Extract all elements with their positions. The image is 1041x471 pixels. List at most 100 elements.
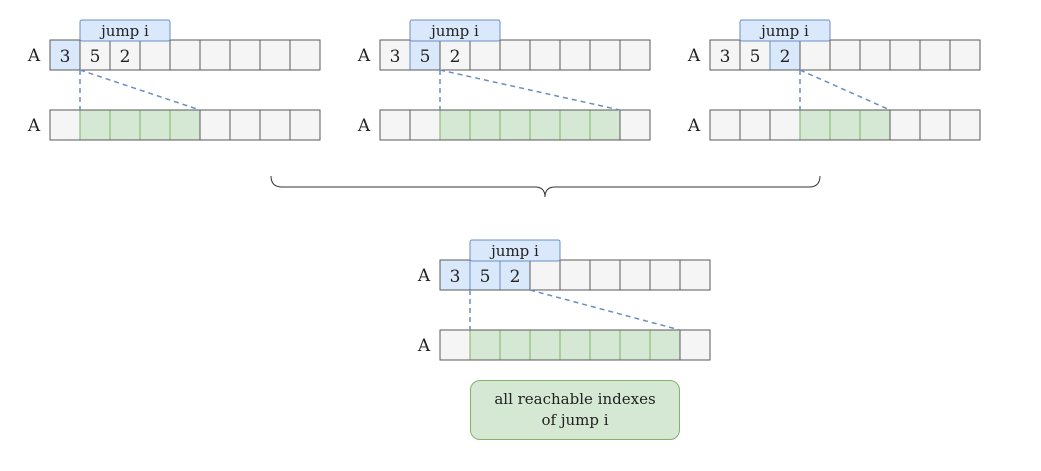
array-cell-reachable [469,329,501,361]
reach-connector [799,69,891,111]
array-cell [739,39,771,71]
array-cell [139,39,171,71]
array-cell [859,39,891,71]
array-cell-reachable [79,109,111,141]
array-cell [199,109,231,141]
array-cell [739,109,771,141]
array-cell [379,109,411,141]
jump-tag [79,19,171,42]
array-cell [259,39,291,71]
jump-tag-label: jump i [759,22,809,40]
array-cell [589,39,621,71]
array-cell [229,39,261,71]
array-outline [439,259,711,291]
array-cell [799,39,831,71]
array-label: A [687,116,701,136]
array-cell [589,259,621,291]
array-label: A [687,46,701,66]
array-outline [709,39,981,71]
array-cell [439,329,471,361]
array-cell-reachable [559,329,591,361]
array-cell-reachable [589,329,621,361]
array-cell [679,259,711,291]
array-cell [559,39,591,71]
reach-connector [79,69,201,111]
array-cell [709,109,741,141]
array-label: A [417,336,431,356]
array-outline [439,329,711,361]
array-cell [529,39,561,71]
union-brace [270,175,821,198]
array-cell-reachable [439,109,471,141]
array-cell [259,109,291,141]
array-cell-reachable [649,329,681,361]
array-cell [919,39,951,71]
array-value: 5 [750,47,761,67]
array-value: 5 [90,47,101,67]
array-cell [889,39,921,71]
array-cell-highlighted [439,259,471,291]
array-cell [49,109,81,141]
array-cell [199,39,231,71]
array-value: 3 [720,47,731,67]
note-line-2: of jump i [541,411,609,429]
reachable-note: all reachable indexes of jump i [470,380,680,440]
array-outline [49,39,321,71]
array-cell [679,329,711,361]
array-cell [559,259,591,291]
array-cell-reachable [589,109,621,141]
jump-tag [409,19,501,42]
array-outline [709,109,981,141]
array-cell [649,259,681,291]
array-cell [229,109,261,141]
array-cell-reachable [559,109,591,141]
array-cell-reachable [859,109,891,141]
array-cell [289,39,321,71]
array-cell-highlighted [469,259,501,291]
array-label: A [417,266,431,286]
array-label: A [357,46,371,66]
array-cell [919,109,951,141]
array-value: 3 [60,47,71,67]
reach-connector [439,69,621,111]
array-cell [769,109,801,141]
array-cell [469,39,501,71]
array-value: 5 [480,267,491,287]
array-cell [949,39,981,71]
array-cell [889,109,921,141]
array-cell-reachable [499,329,531,361]
array-cell [499,39,531,71]
array-cell [619,259,651,291]
array-cell-reachable [169,109,201,141]
array-cell [169,39,201,71]
array-cell-reachable [529,109,561,141]
array-cell [829,39,861,71]
jump-tag-label: jump i [99,22,149,40]
array-outline [379,39,651,71]
array-value: 2 [450,47,461,67]
array-cell-reachable [499,109,531,141]
array-label: A [27,46,41,66]
array-cell [619,109,651,141]
array-label: A [27,116,41,136]
reach-connector [529,289,681,331]
array-cell [949,109,981,141]
array-value: 2 [120,47,131,67]
jump-tag-label: jump i [489,242,539,260]
note-line-1: all reachable indexes [494,390,656,408]
array-cell-reachable [829,109,861,141]
jump-tag [739,19,831,42]
array-cell-reachable [619,329,651,361]
array-cell-reachable [799,109,831,141]
array-cell [289,109,321,141]
array-value: 2 [510,267,521,287]
array-label: A [357,116,371,136]
array-cell-reachable [109,109,141,141]
array-cell [529,259,561,291]
array-cell-reachable [139,109,171,141]
